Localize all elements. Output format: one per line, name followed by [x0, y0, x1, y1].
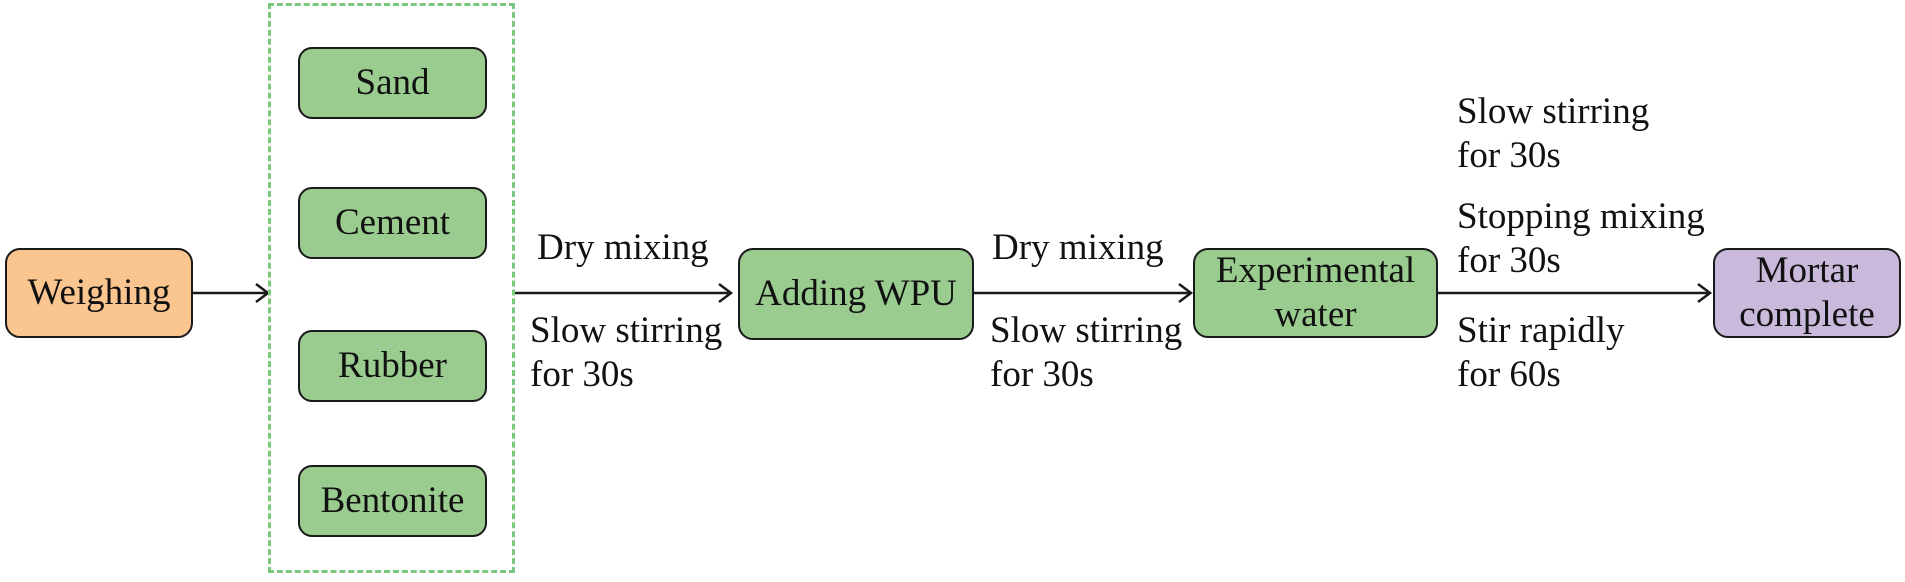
- edge-label-slow-stirring-3-line2: for 30s: [1457, 135, 1561, 176]
- edge-label-stopping-mixing-line2: for 30s: [1457, 240, 1561, 281]
- node-mortar-complete: Mortar complete: [1713, 248, 1901, 338]
- node-rubber-label: Rubber: [338, 345, 447, 386]
- edge-label-dry-mixing-2-text: Dry mixing: [992, 227, 1164, 268]
- node-bentonite-label: Bentonite: [320, 480, 465, 521]
- ingredients-dashed-group: [268, 3, 515, 573]
- node-experimental-water-line2: water: [1274, 294, 1357, 335]
- node-rubber: Rubber: [298, 330, 487, 402]
- node-weighing: Weighing: [5, 248, 193, 338]
- edge-label-stopping-mixing: Stopping mixing for 30s: [1457, 195, 1705, 283]
- edge-label-slow-stirring-2-line2: for 30s: [990, 354, 1094, 395]
- node-sand: Sand: [298, 47, 487, 119]
- edge-label-stir-rapidly: Stir rapidly for 60s: [1457, 309, 1625, 397]
- node-adding-wpu: Adding WPU: [738, 248, 974, 340]
- edge-label-slow-stirring-2-line1: Slow stirring: [990, 310, 1183, 351]
- node-experimental-water: Experimental water: [1193, 248, 1438, 338]
- node-experimental-water-line1: Experimental: [1215, 250, 1416, 291]
- edge-label-dry-mixing-2: Dry mixing: [992, 226, 1164, 270]
- node-sand-label: Sand: [355, 62, 430, 103]
- edge-label-slow-stirring-1-line2: for 30s: [530, 354, 634, 395]
- node-adding-wpu-label: Adding WPU: [755, 273, 957, 314]
- edge-label-slow-stirring-1-line1: Slow stirring: [530, 310, 723, 351]
- edge-label-stir-rapidly-line2: for 60s: [1457, 354, 1561, 395]
- edge-label-slow-stirring-3-line1: Slow stirring: [1457, 91, 1650, 132]
- edge-label-slow-stirring-2: Slow stirring for 30s: [990, 309, 1182, 397]
- node-mortar-complete-line2: complete: [1739, 294, 1875, 335]
- node-cement: Cement: [298, 187, 487, 259]
- edge-label-slow-stirring-1: Slow stirring for 30s: [530, 309, 722, 397]
- node-weighing-label: Weighing: [27, 272, 171, 313]
- node-mortar-complete-line1: Mortar: [1755, 250, 1859, 291]
- node-bentonite: Bentonite: [298, 465, 487, 537]
- edge-label-stir-rapidly-line1: Stir rapidly: [1457, 310, 1625, 351]
- edge-label-dry-mixing-1: Dry mixing: [537, 226, 709, 270]
- edge-label-slow-stirring-3: Slow stirring for 30s: [1457, 90, 1649, 178]
- node-cement-label: Cement: [334, 202, 451, 243]
- edge-label-stopping-mixing-line1: Stopping mixing: [1457, 196, 1705, 237]
- edge-label-dry-mixing-1-text: Dry mixing: [537, 227, 709, 268]
